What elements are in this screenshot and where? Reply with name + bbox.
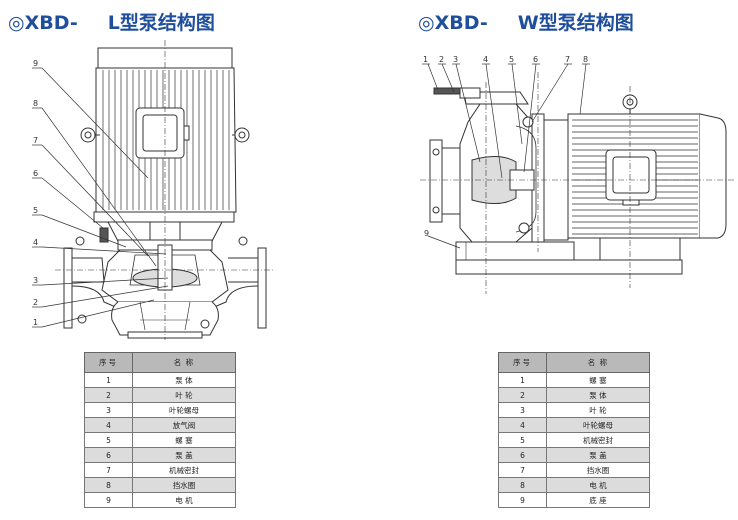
right-title: ◎XBD- W型泵结构图 [418, 8, 634, 35]
l-cell-name: 叶 轮 [132, 387, 236, 403]
w-callout-5: 5 [509, 55, 514, 64]
l-cell-name: 放气阀 [132, 417, 236, 433]
l-cell-name: 泵 体 [132, 372, 236, 388]
w-cell-no: 7 [498, 462, 547, 478]
l-pump-drawing: 9 8 7 6 5 4 3 2 1 [32, 40, 275, 340]
l-cell-no: 4 [84, 417, 133, 433]
l-cell-no: 3 [84, 402, 133, 418]
w-cell-name: 泵 盖 [546, 447, 650, 463]
w-header-no: 序号 [498, 352, 547, 373]
w-callout-4: 4 [483, 55, 488, 64]
w-cell-name: 挡水圈 [546, 462, 650, 478]
w-callout-9: 9 [424, 229, 429, 238]
w-cell-no: 4 [498, 417, 547, 433]
w-cell-no: 8 [498, 477, 547, 493]
left-title-prefix: ◎XBD- [8, 12, 78, 34]
w-header-name: 名 称 [546, 352, 650, 373]
w-cell-no: 3 [498, 402, 547, 418]
l-callout-8: 8 [33, 99, 38, 108]
w-cell-no: 9 [498, 492, 547, 508]
right-title-main: W型泵结构图 [517, 12, 634, 34]
w-callout-8: 8 [583, 55, 588, 64]
w-cell-no: 1 [498, 372, 547, 388]
w-callout-6: 6 [533, 55, 538, 64]
w-cell-name: 叶 轮 [546, 402, 650, 418]
l-callout-5: 5 [33, 206, 38, 215]
l-cell-no: 2 [84, 387, 133, 403]
l-callout-4: 4 [33, 238, 38, 247]
w-cell-name: 机械密封 [546, 432, 650, 448]
l-cell-no: 1 [84, 372, 133, 388]
l-header-no: 序号 [84, 352, 133, 373]
l-cell-name: 电 机 [132, 492, 236, 508]
l-callout-2: 2 [33, 298, 38, 307]
l-cell-no: 5 [84, 432, 133, 448]
left-title-main: L型泵结构图 [107, 12, 215, 34]
w-cell-name: 叶轮螺母 [546, 417, 650, 433]
w-callout-7: 7 [565, 55, 570, 64]
l-callout-6: 6 [33, 169, 38, 178]
l-callout-1: 1 [33, 318, 38, 327]
l-cell-no: 8 [84, 477, 133, 493]
l-callout-9: 9 [33, 59, 38, 68]
l-cell-name: 泵 盖 [132, 447, 236, 463]
l-callout-3: 3 [33, 276, 38, 285]
l-header-name: 名 称 [132, 352, 236, 373]
l-cell-name: 叶轮螺母 [132, 402, 236, 418]
right-title-prefix: ◎XBD- [418, 12, 488, 34]
w-cell-no: 6 [498, 447, 547, 463]
l-cell-name: 机械密封 [132, 462, 236, 478]
w-pump-drawing: 1 2 3 4 5 6 7 8 9 [420, 55, 736, 294]
w-cell-name: 螺 塞 [546, 372, 650, 388]
l-cell-no: 7 [84, 462, 133, 478]
l-cell-name: 螺 塞 [132, 432, 236, 448]
left-title: ◎XBD- L型泵结构图 [8, 8, 215, 35]
w-cell-name: 底 座 [546, 492, 650, 508]
w-callout-1: 1 [423, 55, 428, 64]
w-cell-name: 电 机 [546, 477, 650, 493]
l-cell-name: 挡水圈 [132, 477, 236, 493]
w-cell-no: 2 [498, 387, 547, 403]
w-cell-name: 泵 体 [546, 387, 650, 403]
w-callout-3: 3 [453, 55, 458, 64]
l-cell-no: 6 [84, 447, 133, 463]
l-callout-7: 7 [33, 136, 38, 145]
w-cell-no: 5 [498, 432, 547, 448]
l-cell-no: 9 [84, 492, 133, 508]
w-callout-2: 2 [439, 55, 444, 64]
